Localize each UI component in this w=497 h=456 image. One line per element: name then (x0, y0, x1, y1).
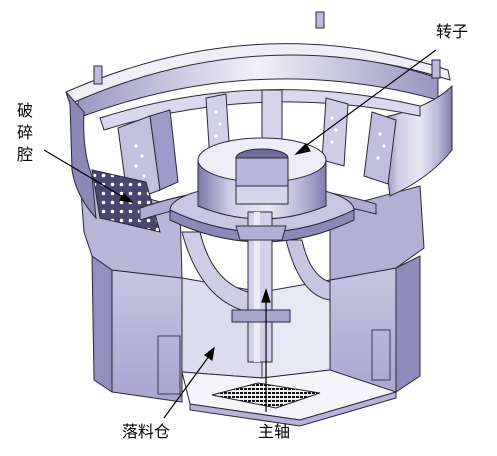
leader-arrows (43, 49, 437, 419)
support-frame (91, 255, 421, 427)
label-crushing-chamber-char-1: 破 (16, 101, 33, 120)
label-main-shaft: 主轴 (258, 422, 291, 441)
label-crushing-chamber-char-2: 碎 (16, 123, 33, 142)
label-rotor: 转子 (436, 22, 469, 41)
rotor (169, 137, 355, 243)
rim-brackets (93, 11, 441, 85)
main-shaft (231, 211, 291, 363)
outer-ring (65, 43, 453, 220)
label-crushing-chamber: 破 碎 腔 (16, 100, 34, 166)
label-discharge-bin: 落料仓 (122, 422, 171, 441)
label-crushing-chamber-char-3: 腔 (16, 145, 33, 164)
